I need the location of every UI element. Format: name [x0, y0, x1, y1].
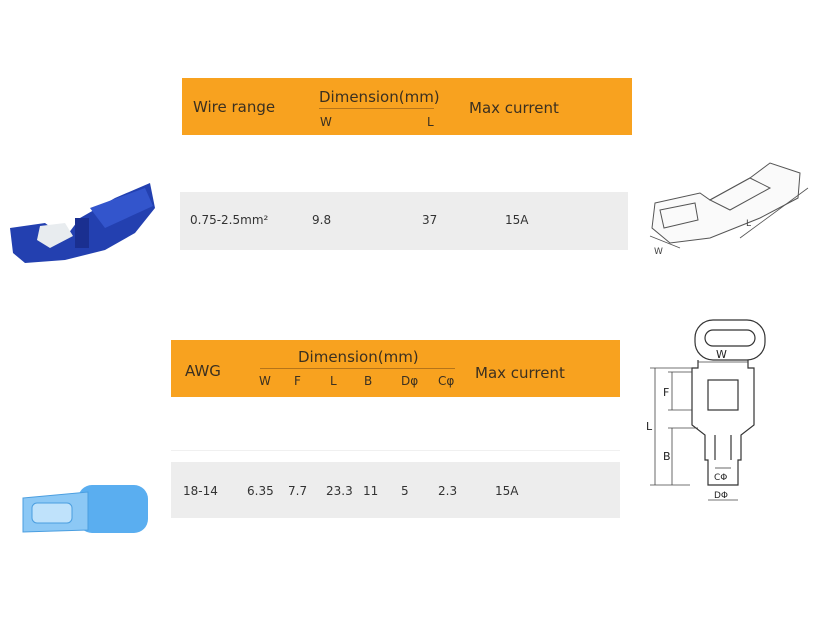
header-l: L [330, 374, 337, 388]
header-w: W [259, 374, 271, 388]
header-d-phi: Dφ [401, 374, 419, 388]
diagram1-l-label: L [746, 219, 751, 229]
header-wire-range: Wire range [193, 98, 276, 116]
header-max-current: Max current [469, 99, 559, 117]
header-c-phi: Cφ [438, 374, 455, 388]
cell-max-current: 15A [495, 484, 519, 498]
table1-row [180, 192, 628, 250]
header-divider [319, 108, 434, 109]
cell-c: 2.3 [438, 484, 458, 498]
diagram2-d-label: DΦ [714, 491, 728, 501]
header-b: B [364, 374, 373, 388]
diagram1-w-label: W [654, 247, 663, 257]
cell-w: 9.8 [312, 213, 332, 227]
diagram2-w-label: W [716, 348, 727, 361]
cell-max-current: 15A [505, 213, 529, 227]
header-w: W [320, 115, 332, 129]
cell-w: 6.35 [247, 484, 274, 498]
cell-wire-range: 0.75-2.5mm² [190, 213, 269, 227]
diagram2-c-label: CΦ [714, 473, 727, 483]
cell-b: 11 [363, 484, 379, 498]
header-l: L [427, 115, 434, 129]
diagram2-f-label: F [663, 386, 669, 399]
cell-d: 5 [401, 484, 409, 498]
table2-row [171, 462, 620, 518]
header-max-current: Max current [475, 364, 565, 382]
spade-terminal-image [22, 485, 148, 533]
cell-f: 7.7 [288, 484, 308, 498]
table1-header [182, 78, 632, 135]
header-dimension: Dimension(mm) [319, 88, 440, 106]
header-divider [260, 368, 455, 369]
cell-l: 23.3 [326, 484, 353, 498]
spade-dimension-diagram: W F L B CΦ DΦ [646, 319, 766, 501]
row-divider [171, 450, 620, 451]
cell-awg: 18-14 [183, 484, 218, 498]
cell-l: 37 [422, 213, 438, 227]
header-awg: AWG [185, 362, 221, 380]
t-tap-dimension-diagram: W L [649, 162, 809, 257]
header-f: F [294, 374, 301, 388]
diagram2-l-label: L [646, 420, 653, 433]
t-tap-connector-image [10, 183, 155, 263]
header-dimension: Dimension(mm) [298, 348, 419, 366]
diagram2-b-label: B [663, 450, 671, 463]
